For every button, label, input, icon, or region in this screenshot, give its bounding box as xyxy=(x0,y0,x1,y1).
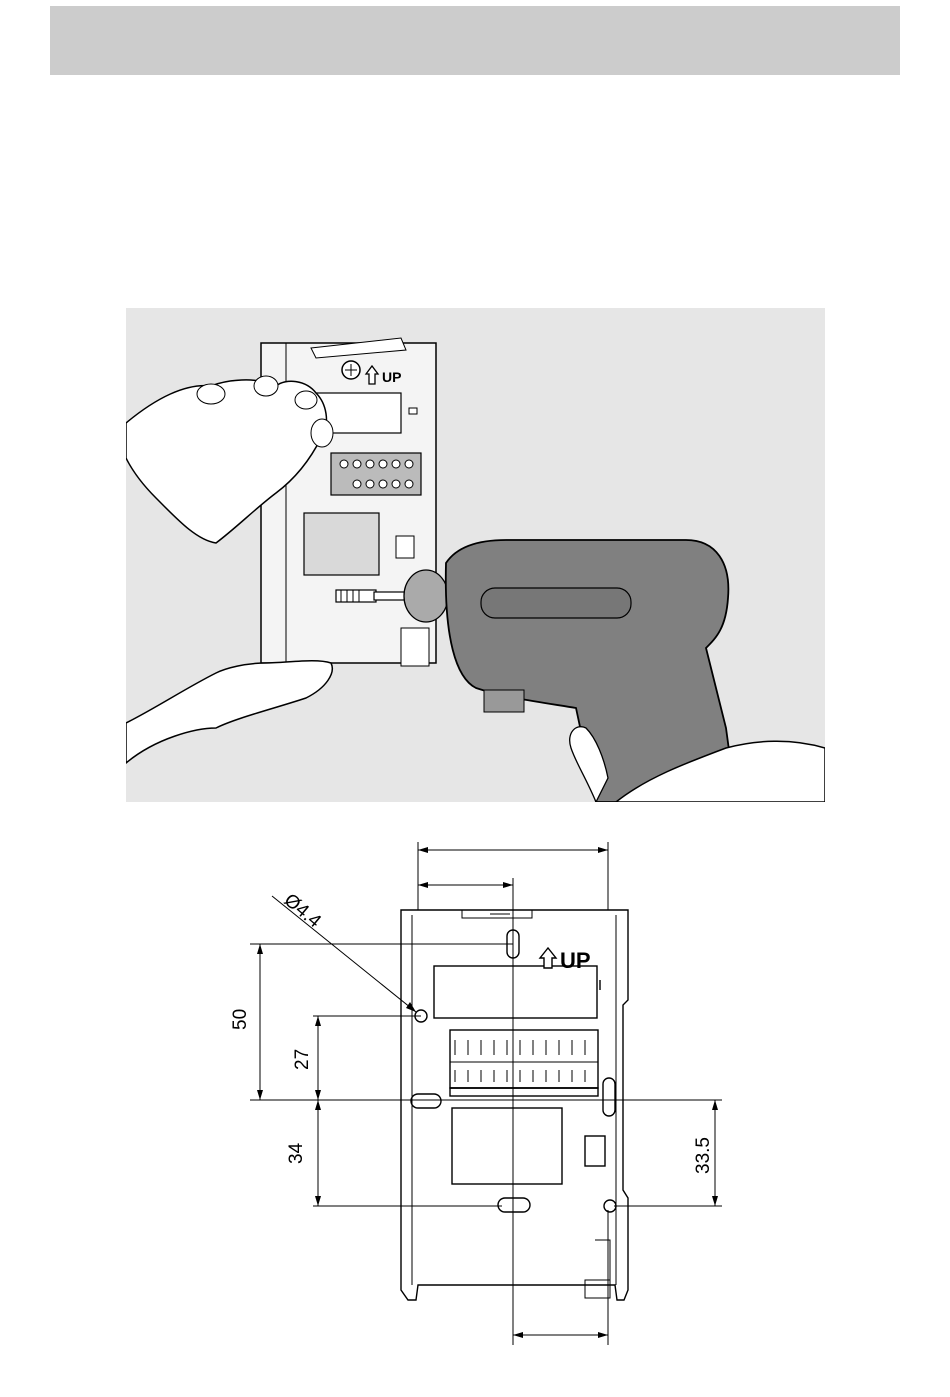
illustration-up-label: UP xyxy=(382,369,401,385)
dim-34-label: 34 xyxy=(286,1142,307,1164)
slot-left xyxy=(411,1094,441,1108)
dimension-drawing: UP xyxy=(200,830,760,1390)
clip xyxy=(585,1136,605,1166)
dim-33-5-label: 33.5 xyxy=(693,1137,714,1174)
slot-right xyxy=(603,1078,615,1116)
upper-window xyxy=(434,966,597,1018)
up-arrow-icon xyxy=(540,948,556,968)
lower-window xyxy=(452,1108,562,1184)
slot-bottom xyxy=(498,1198,530,1212)
diameter-label: Ø4.4 xyxy=(280,890,325,933)
drawing-up-label: UP xyxy=(560,948,591,973)
left-thumb xyxy=(126,661,332,763)
mounting-illustration-svg: UP xyxy=(126,308,825,802)
dimension-drawing-svg: UP xyxy=(200,830,760,1390)
mounting-illustration: UP xyxy=(126,308,825,802)
terminal-block xyxy=(331,453,421,495)
terminal-strip xyxy=(450,1030,598,1088)
base-plate-outline xyxy=(401,910,628,1300)
mounting-screw xyxy=(336,590,376,602)
header-bar xyxy=(50,6,900,75)
dim-27-label: 27 xyxy=(292,1049,313,1070)
dim-50-label: 50 xyxy=(230,1009,251,1030)
